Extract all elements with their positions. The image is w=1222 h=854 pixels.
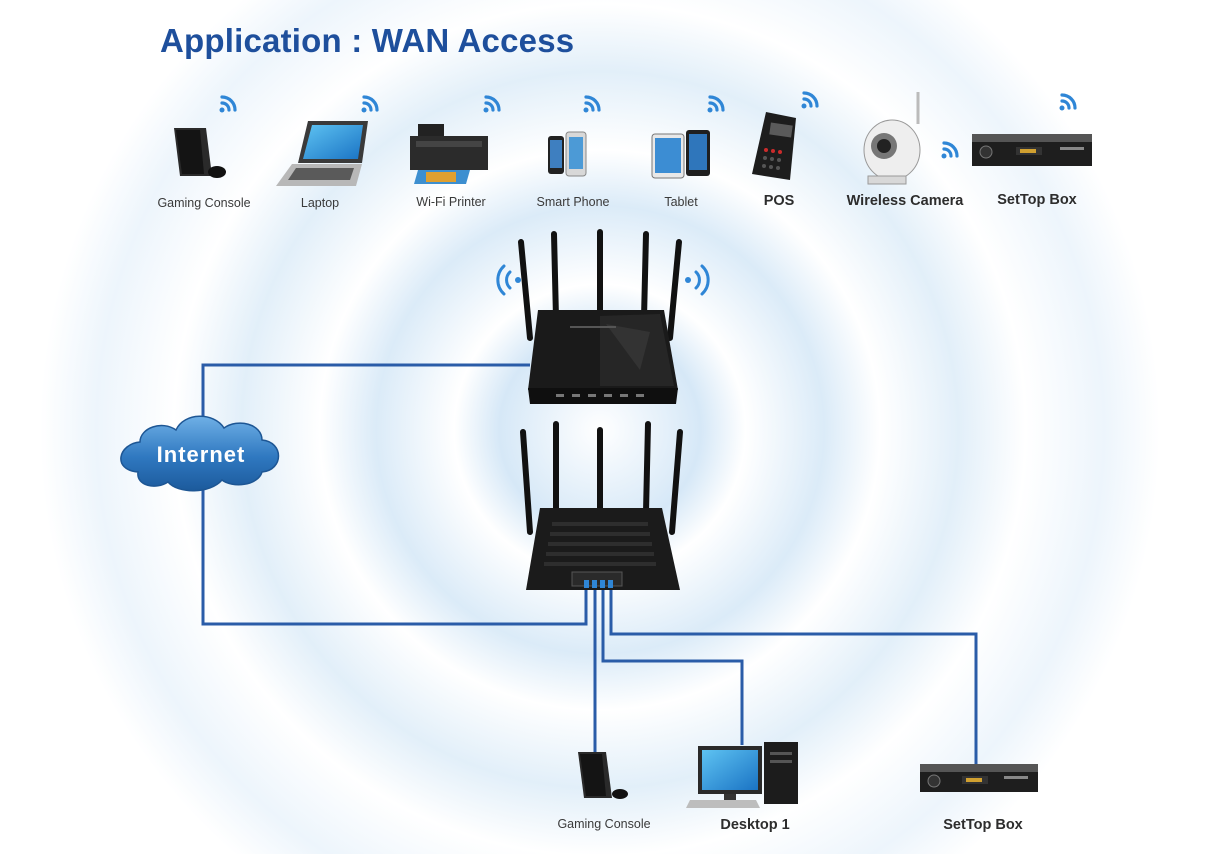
device-label-laptop: Laptop [300,196,340,210]
wifi-signal-icon [583,95,601,113]
desktop-computer-icon [686,742,798,808]
wan-cable-to-lan-port [201,480,588,626]
laptop-icon [276,121,368,186]
wifi-signal-icon [361,95,379,113]
wan-cable-to-top-router [201,363,530,436]
gaming-console-icon [174,128,226,178]
diagram-title: Application : WAN Access [160,22,575,59]
device-label-wifi-printer: Wi-Fi Printer [416,195,486,209]
device-label-smart-phone: Smart Phone [536,195,610,209]
cloud-shape [120,415,280,492]
internet-label: Internet [157,442,246,467]
device-label-gaming-console: Gaming Console [157,196,251,210]
wireless-camera-icon [863,92,921,185]
device-label-wireless-camera: Wireless Camera [846,193,964,209]
device-label-desktop-1: Desktop 1 [720,817,790,833]
wifi-signals [219,91,1077,159]
tablet-icon [651,130,710,179]
wifi-signal-icon [483,95,501,113]
smartphone-icon [548,131,587,177]
lan-cable-settop-box [609,586,978,765]
device-label-wired-settop-box: SetTop Box [943,817,1023,833]
router-front-icon [518,229,682,404]
router-rear-icon [520,421,683,590]
device-label-pos: POS [763,193,795,209]
wifi-signal-icon [707,95,725,113]
lan-cable-desktop [601,586,744,745]
device-label-tablet: Tablet [664,195,698,209]
settop-box-icon [920,764,1038,792]
gaming-console-icon [578,752,628,799]
printer-icon [410,124,488,184]
internet-cloud: Internet [120,415,280,492]
ethernet-cables [201,363,978,765]
wifi-signal-icon [941,141,959,159]
wifi-signal-icon [801,91,819,109]
device-label-settop-box: SetTop Box [997,192,1077,208]
settop-box-icon [972,134,1092,166]
wireless-devices [174,92,1092,186]
pos-terminal-icon [752,112,796,180]
wired-devices [578,742,1038,808]
wifi-signal-icon [219,95,237,113]
router-broadcast-icon [496,264,710,296]
device-label-wired-gaming-console: Gaming Console [557,817,651,831]
wifi-signal-icon [1059,93,1077,111]
